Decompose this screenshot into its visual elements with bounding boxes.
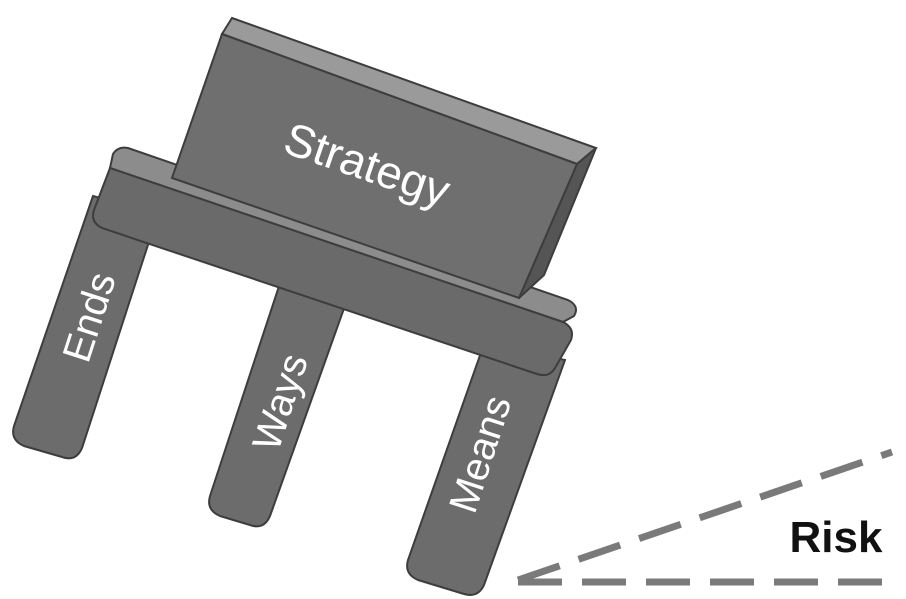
risk-angle-indicator: Risk <box>516 448 898 586</box>
seat-front <box>92 166 573 377</box>
leg-ends-shape <box>12 194 160 460</box>
leg-ways-shape <box>208 266 354 528</box>
leg-means-shape <box>406 342 567 596</box>
leg-means: Means <box>406 342 567 596</box>
block-front <box>170 32 579 300</box>
risk-label: Risk <box>790 513 883 562</box>
risk-incline-dashed <box>516 448 894 584</box>
strategy-block: Strategy <box>170 16 598 300</box>
leg-ends: Ends <box>12 194 160 460</box>
leg-ways: Ways <box>208 266 354 528</box>
